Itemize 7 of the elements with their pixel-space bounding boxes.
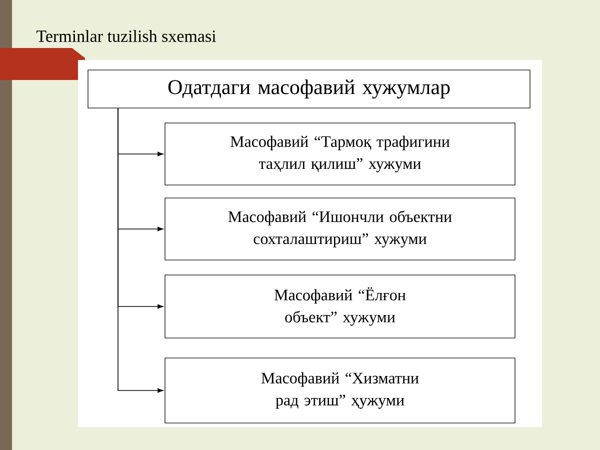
attack-box: Масофавий “Тармоқ трафигини таҳлил қилиш” хужуми bbox=[164, 122, 516, 186]
attack-box: Масофавий “Ёлғон объект” хужуми bbox=[164, 274, 516, 338]
slide-title: Terminlar tuzilish sxemasi bbox=[36, 30, 216, 42]
attack-box: Масофавий “Хизматни рад этиш” ҳужуми bbox=[164, 358, 516, 424]
arrow bbox=[118, 108, 164, 393]
attack-box: Масофавий “Ишончли объектни сохталаштириш” хужуми bbox=[164, 198, 516, 260]
heading-box: Одатдаги масофавий хужумлар bbox=[88, 70, 530, 108]
